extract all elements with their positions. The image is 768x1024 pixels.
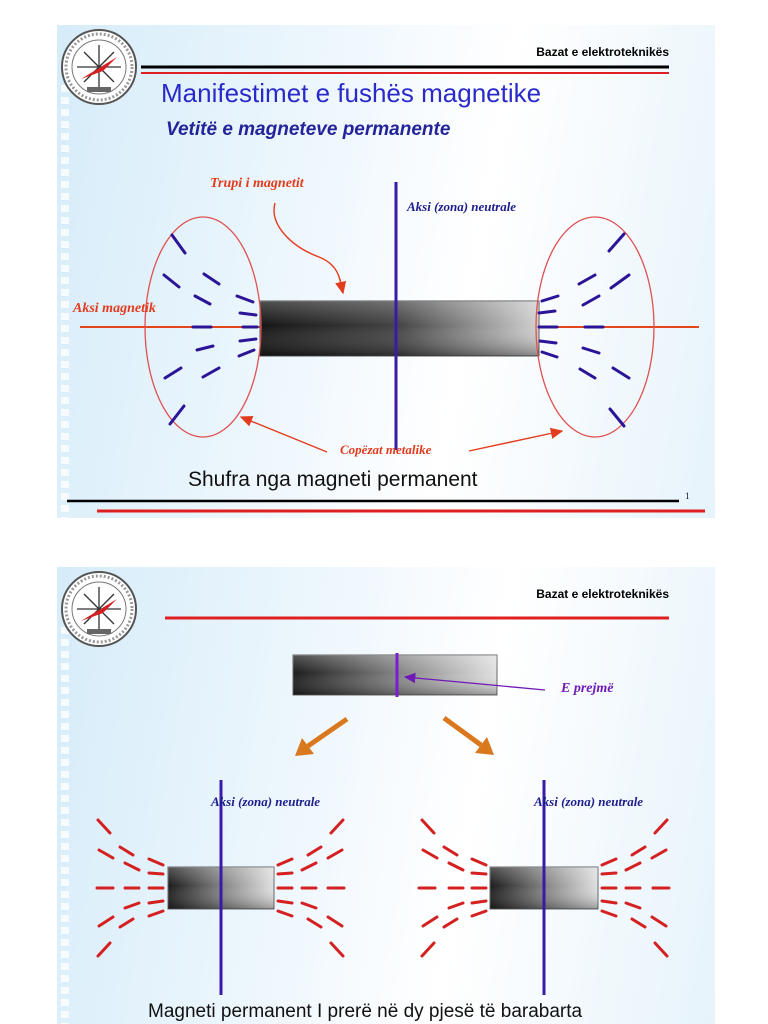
bar-magnet — [259, 300, 540, 357]
label-neutral-axis-right: Aksi (zona) neutrale — [534, 794, 644, 809]
university-seal-logo — [61, 29, 137, 105]
course-header: Bazat e elektroteknikës — [536, 587, 669, 601]
course-header: Bazat e elektroteknikës — [536, 45, 669, 59]
split-arrow-right — [442, 715, 494, 755]
slide-caption: Magneti permanent I prerë në dy pjesë të… — [148, 1001, 583, 1022]
arrow-to-right-filings — [468, 427, 564, 452]
slide-title: Manifestimet e fushës magnetike — [161, 78, 542, 108]
label-magnetic-axis: Aksi magnetik — [73, 301, 156, 316]
label-neutral-axis: Aksi (zona) neutrale — [407, 199, 517, 214]
cut-magnet-diagram — [95, 616, 671, 995]
slide-1: Bazat e elektroteknikës — [57, 25, 715, 518]
filings-ellipse-right — [535, 216, 655, 438]
slide-caption: Shufra nga magneti permanent — [188, 468, 478, 491]
bar-magnet-diagram — [67, 65, 705, 513]
page-number: 1 — [685, 491, 690, 501]
split-arrow-left — [295, 716, 349, 756]
university-seal-logo — [61, 571, 137, 647]
filings-right-magnet — [417, 818, 671, 958]
label-magnet-body: Trupi i magnetit — [210, 176, 304, 191]
arrow-to-left-filings — [239, 416, 328, 453]
decorative-strip — [57, 627, 73, 1024]
slide-2: Bazat e elektroteknikës — [57, 567, 715, 1024]
iron-filings-right — [537, 232, 631, 428]
decorative-strip — [57, 85, 73, 518]
filings-ellipse-left — [144, 216, 262, 438]
label-neutral-axis-left: Aksi (zona) neutrale — [211, 794, 321, 809]
whole-magnet — [292, 654, 498, 696]
slide-subtitle: Vetitë e magneteve permanente — [166, 119, 451, 140]
label-metal-filings: Copëzat metalike — [340, 442, 432, 457]
iron-filings-left — [162, 233, 259, 426]
label-cut: E prejmë — [561, 681, 614, 696]
filings-left-magnet — [95, 818, 346, 958]
arrow-to-magnet-body — [273, 202, 347, 295]
arrow-to-cut — [403, 672, 546, 691]
